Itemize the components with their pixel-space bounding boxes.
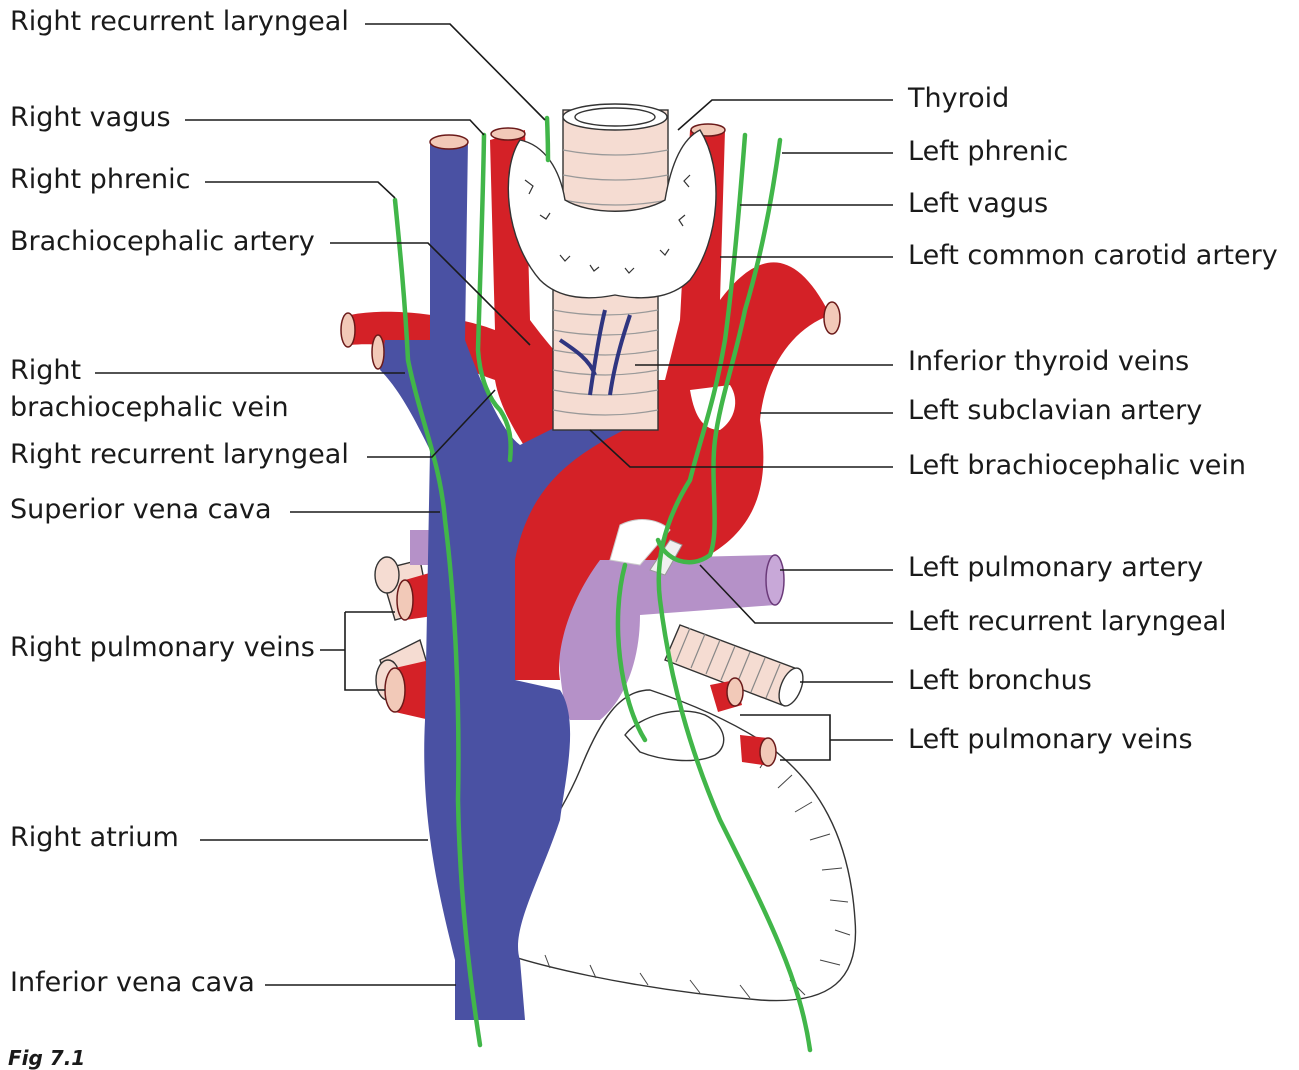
leader-lines	[95, 23, 893, 986]
label-left-phrenic: Left phrenic	[908, 136, 1069, 167]
left-pulmonary-veins	[710, 677, 777, 767]
label-left-bronchus: Left bronchus	[908, 665, 1092, 696]
label-thyroid: Thyroid	[908, 83, 1010, 114]
label-left-subclavian-artery: Left subclavian artery	[908, 395, 1203, 426]
label-left-recurrent-laryngeal: Left recurrent laryngeal	[908, 606, 1227, 637]
heart-ventricles	[468, 689, 857, 1002]
heart-hatching	[504, 751, 851, 999]
label-left-common-carotid-artery: Left common carotid artery	[908, 240, 1278, 271]
label-right-recurrent-laryngeal-top: Right recurrent laryngeal	[10, 6, 349, 37]
left-bronchus	[664, 624, 804, 707]
label-left-brachiocephalic-vein: Left brachiocephalic vein	[908, 450, 1247, 481]
inferior-thyroid-veins	[558, 309, 632, 396]
left-vagus-nerve	[656, 132, 813, 1053]
label-right-pulmonary-veins: Right pulmonary veins	[10, 632, 315, 663]
nerves	[392, 115, 813, 1053]
label-right-atrium: Right atrium	[10, 822, 179, 853]
label-left-pulmonary-artery: Left pulmonary artery	[908, 552, 1204, 583]
right-recurrent-laryngeal-nerve	[544, 115, 551, 163]
label-right-vagus: Right vagus	[10, 102, 171, 133]
label-inferior-vena-cava: Inferior vena cava	[10, 967, 255, 998]
label-right-brachiocephalic-vein-line1: Right	[10, 355, 82, 386]
label-left-pulmonary-veins: Left pulmonary veins	[908, 724, 1193, 755]
figure-caption: Fig 7.1	[8, 1046, 86, 1070]
label-right-brachiocephalic-vein-line2: brachiocephalic vein	[10, 392, 289, 423]
label-inferior-thyroid-veins: Inferior thyroid veins	[908, 346, 1190, 377]
left-auricle	[624, 710, 725, 762]
label-left-vagus: Left vagus	[908, 188, 1049, 219]
thyroid-gland	[507, 129, 717, 299]
label-superior-vena-cava: Superior vena cava	[10, 494, 272, 525]
label-brachiocephalic-artery: Brachiocephalic artery	[10, 226, 315, 257]
label-right-recurrent-laryngeal-lower: Right recurrent laryngeal	[10, 439, 349, 470]
right-vagus-nerve	[475, 132, 513, 463]
right-phrenic-nerve	[392, 197, 483, 1048]
left-recurrent-laryngeal-nerve	[615, 562, 648, 743]
label-right-phrenic: Right phrenic	[10, 164, 191, 195]
left-phrenic-nerve	[655, 137, 783, 565]
